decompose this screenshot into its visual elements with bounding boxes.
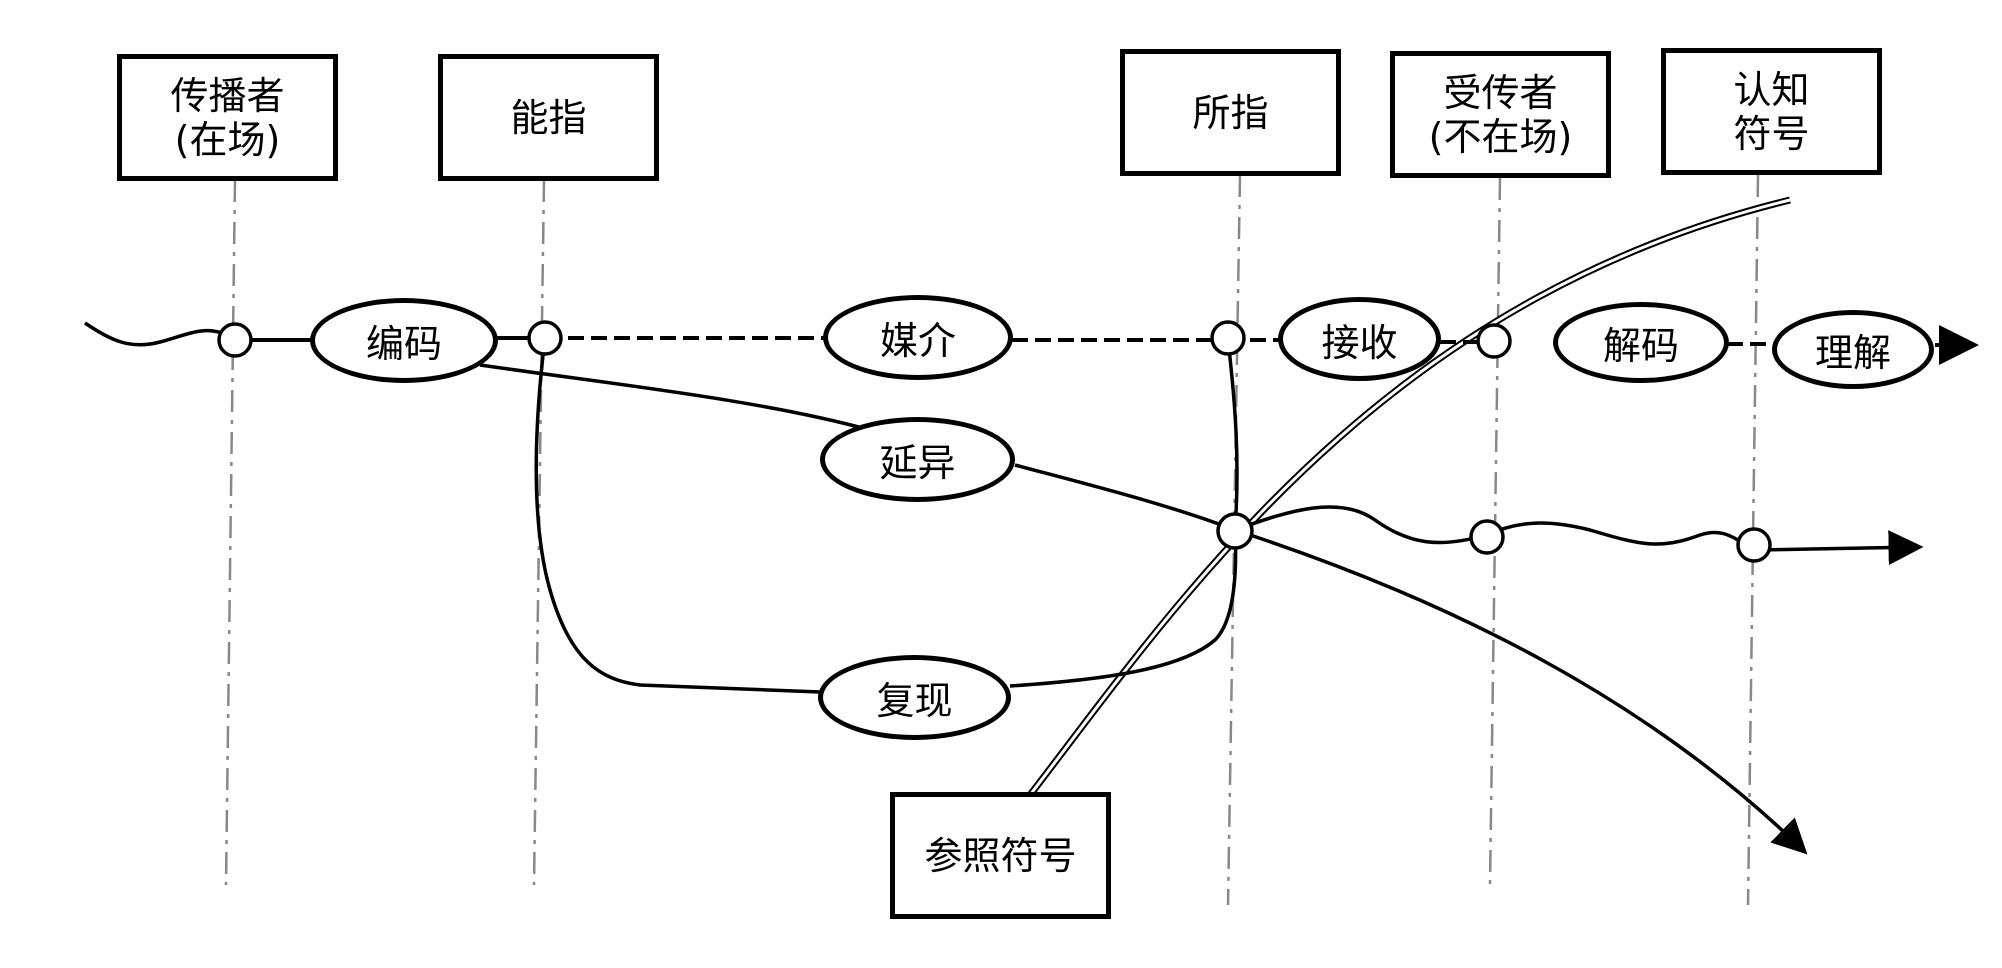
receiving-oval: 接收 [1278,297,1441,381]
decoding-oval: 解码 [1553,302,1729,383]
signifier-label: 能指 [510,95,587,140]
node-cognitive-lower [1736,527,1772,563]
cognitive-sign-line2: 符号 [1733,111,1810,156]
differance-line [479,363,871,432]
hub-output-curve [1234,528,1808,855]
reference-double-line [1027,196,1791,798]
node-signified [1210,320,1246,356]
reference-sign-label: 参照符号 [924,833,1077,878]
node-receiver [1476,323,1512,359]
reappearance-label: 复现 [876,679,953,723]
cognitive-sign-box: 认知 符号 [1661,48,1882,175]
wavy-output-arrow [1754,530,1924,566]
media-oval: 媒介 [823,295,1013,380]
signifier-box: 能指 [438,54,659,181]
signified-box: 所指 [1120,49,1341,176]
reference-sign-box: 参照符号 [890,792,1111,919]
wavy-input-line [84,321,237,347]
communicator-box: 传播者 (在场) [117,54,338,181]
communicator-presence-label: (在场) [174,117,281,162]
understanding-label: 理解 [1814,331,1891,375]
node-receiver-lower [1469,519,1505,555]
differance-label: 延异 [879,441,956,485]
reappearance-loop-line [534,337,821,694]
encoding-label: 编码 [365,322,442,366]
encoding-oval: 编码 [310,298,498,383]
receiving-label: 接收 [1321,320,1398,365]
node-hub [1216,512,1254,550]
communicator-label: 传播者 [170,73,285,118]
cognitive-sign-line1: 认知 [1733,67,1810,112]
receiver-label: 受传者 [1443,70,1558,115]
signified-drop-line [1226,339,1239,531]
receiver-box: 受传者 (不在场) [1390,51,1611,178]
signified-label: 所指 [1192,90,1269,135]
guide-line-cognitive [1746,174,1760,906]
node-communicator [217,322,253,358]
guide-line-communicator [224,179,237,886]
receiver-absence-label: (不在场) [1428,114,1573,159]
reappearance-to-hub-line [1009,529,1238,688]
node-signifier [527,320,563,356]
differance-oval: 延异 [820,417,1015,502]
differance-to-hub-line [1014,463,1236,532]
junction-nodes [217,320,1772,563]
decoding-label: 解码 [1602,324,1679,368]
media-label: 媒介 [879,319,956,363]
guide-line-signified [1226,174,1242,906]
understanding-oval: 理解 [1772,310,1934,389]
reappearance-oval: 复现 [818,655,1011,740]
connection-lines [479,337,1924,855]
wavy-output-line [1234,505,1756,547]
